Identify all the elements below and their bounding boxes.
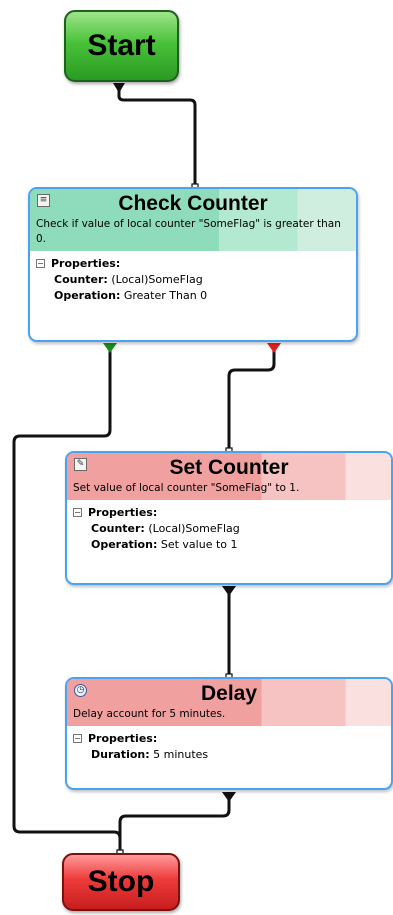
check-counter-header: ≡ Check Counter Check if value of local … (30, 189, 356, 251)
collapse-toggle-icon[interactable]: − (73, 508, 82, 517)
delay-header: ◷ Delay Delay account for 5 minutes. (67, 679, 391, 726)
connector-check-true-to-stop (12, 346, 122, 853)
delay-title: Delay (200, 682, 258, 705)
start-node[interactable]: Start (64, 10, 179, 82)
document-icon: ≡ (37, 194, 50, 207)
start-label: Start (87, 29, 156, 62)
edit-icon: ✎ (74, 458, 87, 471)
properties-label: Properties: (88, 506, 158, 519)
check-counter-description: Check if value of local counter "SomeFla… (36, 218, 341, 245)
set-counter-description: Set value of local counter "SomeFlag" to… (73, 482, 300, 494)
set-counter-properties: −Properties: Counter: (Local)SomeFlag Op… (73, 506, 240, 551)
connector-delay-to-stop (118, 795, 231, 853)
property-value: 5 minutes (153, 748, 209, 761)
set-counter-title: Set Counter (169, 456, 289, 479)
stop-label: Stop (87, 865, 155, 898)
properties-label: Properties: (51, 257, 121, 270)
stop-node[interactable]: Stop (62, 853, 180, 911)
delay-properties: −Properties: Duration: 5 minutes (73, 732, 209, 761)
check-counter-properties: −Properties: Counter: (Local)SomeFlag Op… (36, 257, 208, 302)
property-value: (Local)SomeFlag (111, 273, 203, 286)
collapse-toggle-icon[interactable]: − (36, 259, 45, 268)
check-counter-node[interactable]: ≡ Check Counter Check if value of local … (28, 187, 358, 342)
port-set-out (222, 586, 236, 596)
connector-start-to-check (117, 84, 197, 186)
port-delay-out (222, 792, 236, 802)
port-check-false (267, 343, 281, 353)
property-value: (Local)SomeFlag (148, 522, 240, 535)
set-counter-node[interactable]: ✎ Set Counter Set value of local counter… (65, 451, 393, 585)
collapse-toggle-icon[interactable]: − (73, 734, 82, 743)
properties-label: Properties: (88, 732, 158, 745)
delay-node[interactable]: ◷ Delay Delay account for 5 minutes. −Pr… (65, 677, 393, 790)
clock-icon: ◷ (74, 684, 87, 697)
property-value: Set value to 1 (160, 538, 238, 551)
port-check-true (103, 343, 117, 353)
set-counter-header: ✎ Set Counter Set value of local counter… (67, 453, 391, 500)
delay-description: Delay account for 5 minutes. (73, 708, 226, 720)
connector-check-false-to-set (227, 346, 276, 450)
check-counter-title: Check Counter (118, 192, 268, 215)
port-start-out (113, 83, 125, 93)
property-value: Greater Than 0 (123, 289, 208, 302)
